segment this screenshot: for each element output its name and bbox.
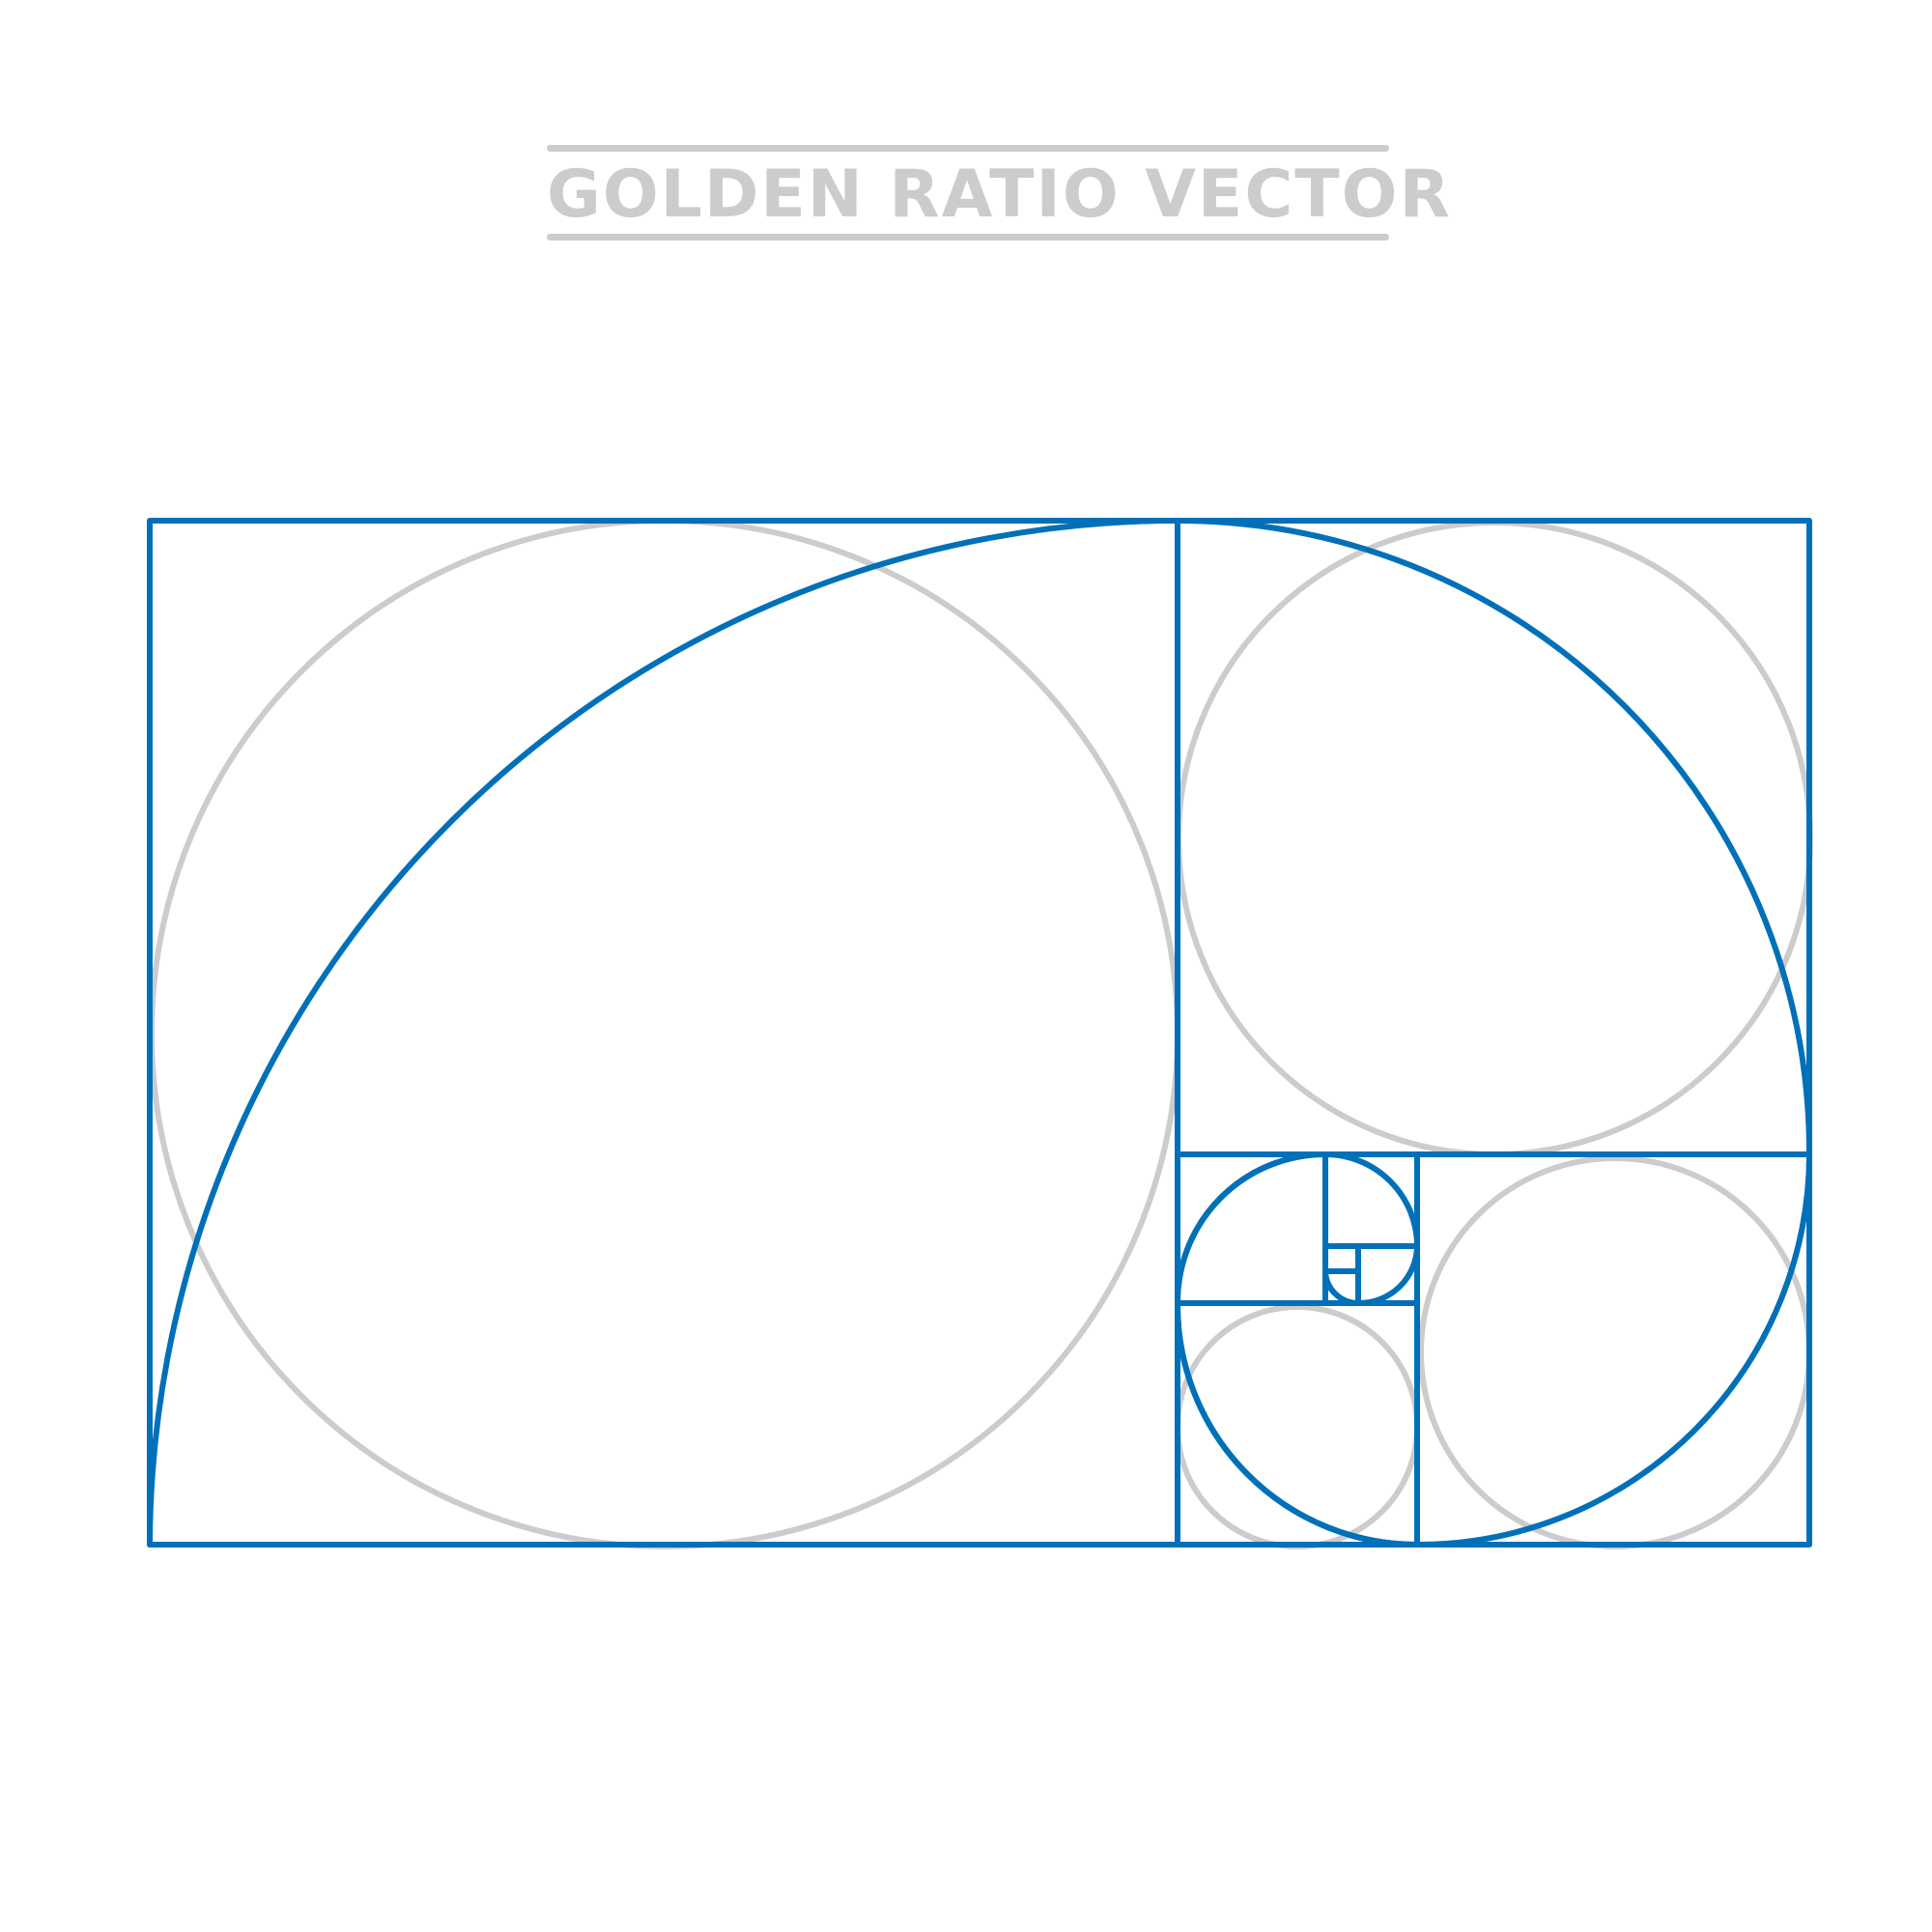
title-block: GOLDEN RATIO VECTOR xyxy=(547,145,1452,242)
spiral-path xyxy=(147,517,1813,1548)
guide-circle-upper-right xyxy=(1176,520,1813,1157)
spiral-upper-arc xyxy=(1174,1151,1328,1306)
title-bottom-rule xyxy=(547,234,1389,241)
title-top-rule xyxy=(547,145,1389,152)
guide-circle-large xyxy=(149,518,1180,1549)
page-title: GOLDEN RATIO VECTOR xyxy=(547,156,1452,233)
spiral-lower-arc xyxy=(1174,1300,1420,1548)
outer-rectangle xyxy=(147,518,1812,1548)
subdivision-lines xyxy=(147,518,1812,1548)
golden-spiral xyxy=(147,517,1813,1548)
guide-circles xyxy=(149,518,1813,1549)
